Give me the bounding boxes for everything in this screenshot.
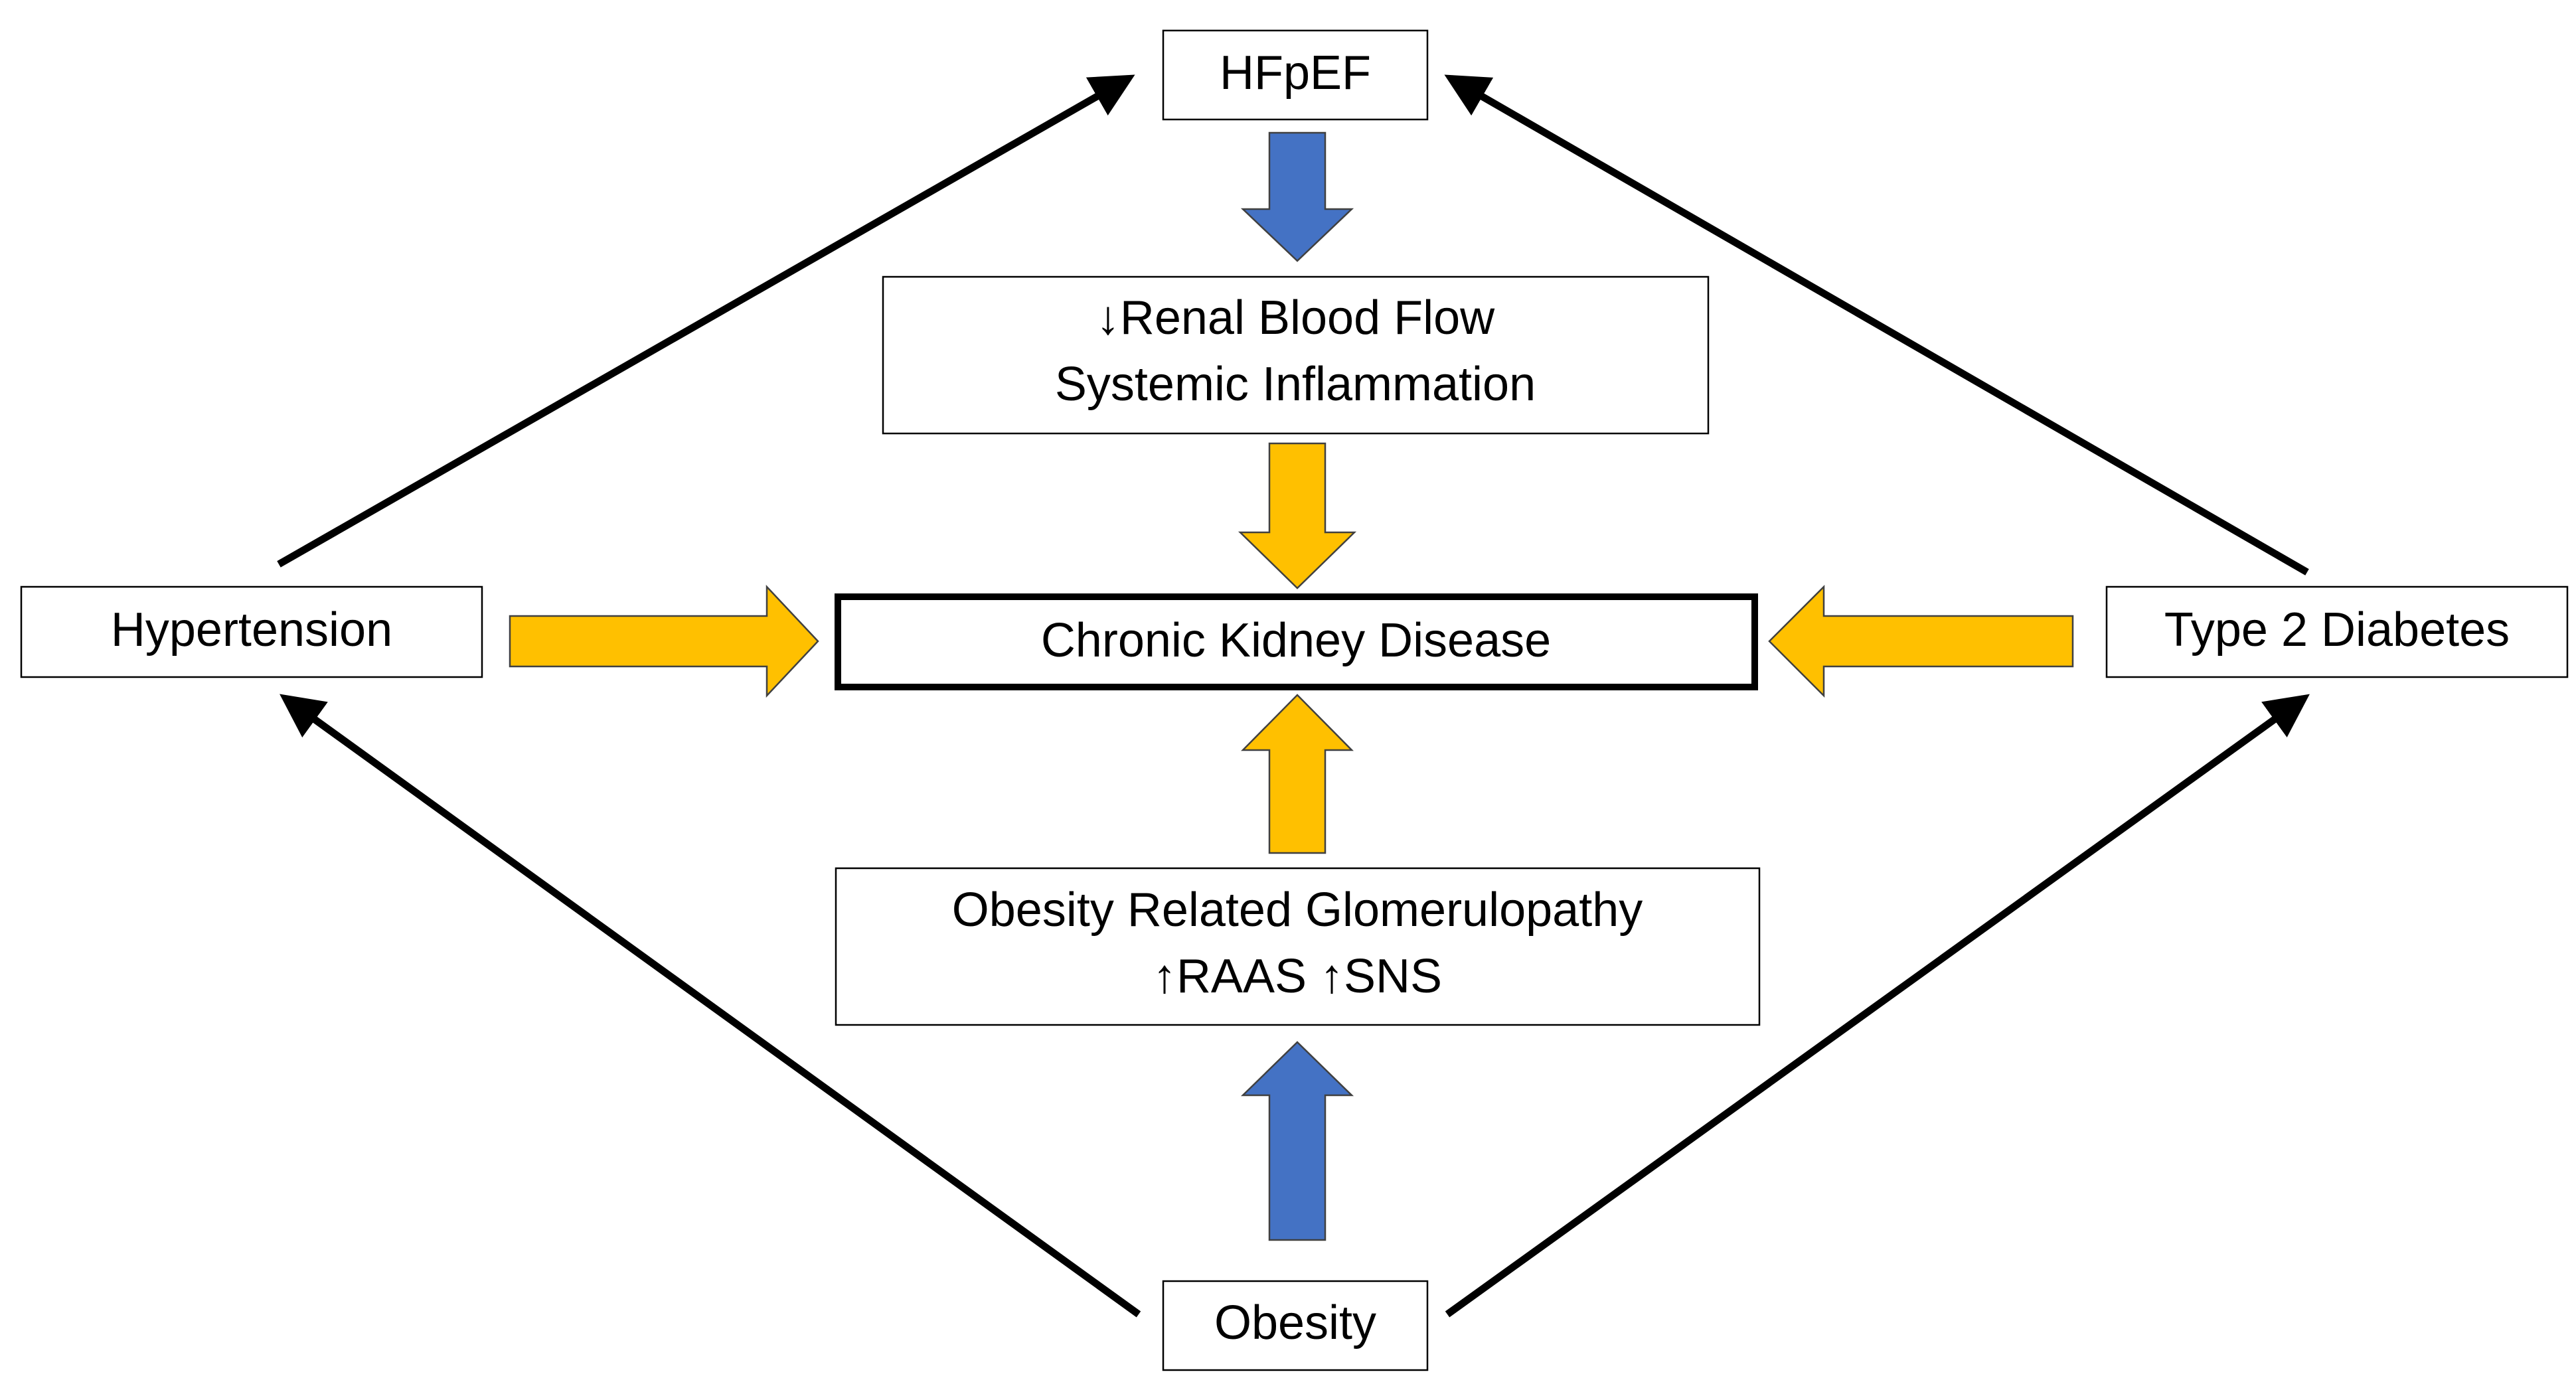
arrow-diabetes-to-hfpef — [1444, 74, 2309, 576]
node-glomerulopathy-line1: Obesity Related Glomerulopathy — [952, 884, 1643, 937]
node-hypertension-label: Hypertension — [111, 603, 392, 656]
arrow-obesity-to-diabetes — [1445, 694, 2310, 1318]
arrow-hypertension-to-hfpef — [277, 74, 1135, 568]
node-hfpef-label: HFpEF — [1220, 46, 1371, 100]
node-renal-line2: Systemic Inflammation — [1055, 358, 1536, 411]
node-obesity: Obesity — [1162, 1280, 1429, 1371]
node-ckd: Chronic Kidney Disease — [835, 593, 1758, 690]
node-type2-diabetes: Type 2 Diabetes — [2105, 585, 2569, 678]
yellow-arrow-glomerulopathy-to-ckd — [1241, 694, 1354, 854]
node-obesity-label: Obesity — [1214, 1296, 1376, 1349]
node-renal-inflammation: ↓Renal Blood Flow Systemic Inflammation — [882, 275, 1710, 435]
node-hypertension: Hypertension — [20, 585, 483, 678]
yellow-arrow-diabetes-to-ckd — [1768, 584, 2074, 698]
node-glomerulopathy: Obesity Related Glomerulopathy ↑RAAS ↑SN… — [835, 867, 1761, 1026]
arrow-obesity-to-hypertension — [280, 694, 1141, 1318]
node-renal-line1: ↓Renal Blood Flow — [1096, 291, 1495, 345]
blue-arrow-hfpef-to-renal — [1240, 131, 1354, 262]
blue-arrow-obesity-to-glomerulopathy — [1240, 1041, 1354, 1241]
node-type2-diabetes-label: Type 2 Diabetes — [2164, 603, 2510, 656]
node-glomerulopathy-line2: ↑RAAS ↑SNS — [1153, 950, 1442, 1003]
node-hfpef: HFpEF — [1162, 29, 1429, 121]
yellow-arrow-renal-to-ckd — [1238, 442, 1357, 589]
yellow-arrow-hypertension-to-ckd — [509, 584, 819, 698]
node-ckd-label: Chronic Kidney Disease — [1041, 614, 1551, 667]
